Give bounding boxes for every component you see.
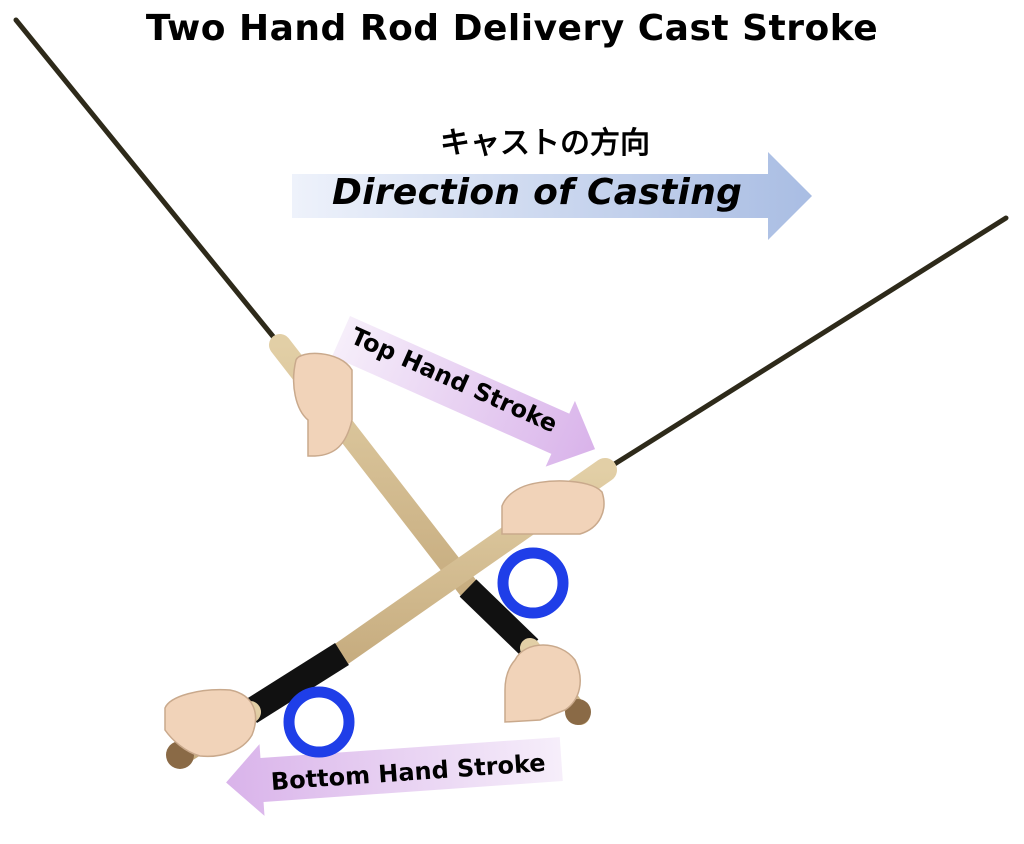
direction-label-english: Direction of Casting <box>332 172 743 213</box>
pivot-circle-icon <box>283 686 355 758</box>
bottom-hand-rod-2 <box>164 688 257 758</box>
direction-arrow <box>292 152 812 240</box>
diagram-title: Two Hand Rod Delivery Cast Stroke <box>145 8 879 49</box>
top-hand-rod-1 <box>292 352 353 457</box>
bottom-hand-rod-1 <box>504 644 581 723</box>
direction-label-japanese: キャストの方向 <box>440 126 650 161</box>
top-hand-rod-2 <box>501 480 605 535</box>
bottom-hand-stroke-arrow <box>226 737 563 816</box>
top-hand-stroke-arrow <box>332 316 596 467</box>
pivot-circle-icon <box>497 547 569 619</box>
